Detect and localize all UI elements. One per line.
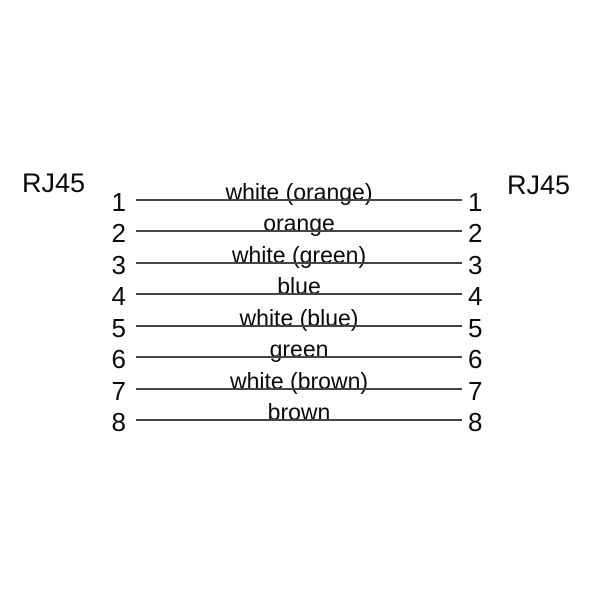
wire-color-label: white (orange)	[225, 178, 373, 205]
pin-number-right: 8	[468, 407, 483, 437]
wire-line	[136, 387, 462, 390]
wire-line	[136, 419, 462, 421]
wire-line	[136, 230, 462, 232]
wire-row: 8 brown 8	[0, 390, 600, 436]
pin-number-left: 4	[111, 281, 126, 311]
wire-row: 4 blue 4	[0, 264, 600, 310]
wire-color-label: white (brown)	[229, 367, 369, 394]
pin-number-right: 4	[468, 281, 483, 311]
pin-number-left: 8	[111, 407, 126, 437]
wire-line	[136, 261, 462, 264]
pin-number-right: 7	[468, 375, 483, 406]
pin-number-left: 1	[111, 186, 126, 217]
pin-number-left: 7	[111, 375, 126, 406]
pin-number-right: 3	[468, 249, 483, 280]
pin-number-left: 2	[111, 218, 126, 248]
left-connector-label: RJ45	[22, 168, 86, 198]
wire-row: 6 green 6	[0, 327, 600, 373]
wire-color-label: white (blue)	[239, 304, 359, 331]
wire-line	[136, 324, 462, 327]
pin-number-right: 5	[468, 312, 483, 343]
wire-rows: 1 white (orange) 1 2 orange 2 3 white (g…	[0, 169, 600, 436]
wire-line	[136, 198, 462, 201]
wire-row: 5 white (blue) 5	[0, 295, 600, 341]
pin-number-left: 5	[111, 312, 126, 343]
wire-row: 2 orange 2	[0, 201, 600, 247]
wire-row: 3 white (green) 3	[0, 232, 600, 278]
wire-row: 7 white (brown) 7	[0, 358, 600, 404]
wire-row: 1 white (orange) 1	[0, 169, 600, 215]
wire-color-label: orange	[263, 210, 335, 236]
pin-number-right: 2	[468, 218, 483, 248]
pin-number-left: 6	[111, 344, 126, 374]
wire-color-label: blue	[277, 273, 321, 299]
pin-number-right: 6	[468, 344, 483, 374]
wire-color-label: green	[269, 336, 329, 362]
pin-number-left: 3	[111, 249, 126, 280]
wire-line	[136, 356, 462, 358]
wire-color-label: brown	[267, 399, 331, 425]
wire-line	[136, 293, 462, 295]
right-connector-label: RJ45	[507, 170, 571, 200]
pin-number-right: 1	[468, 186, 483, 217]
wire-color-label: white (green)	[231, 241, 367, 268]
